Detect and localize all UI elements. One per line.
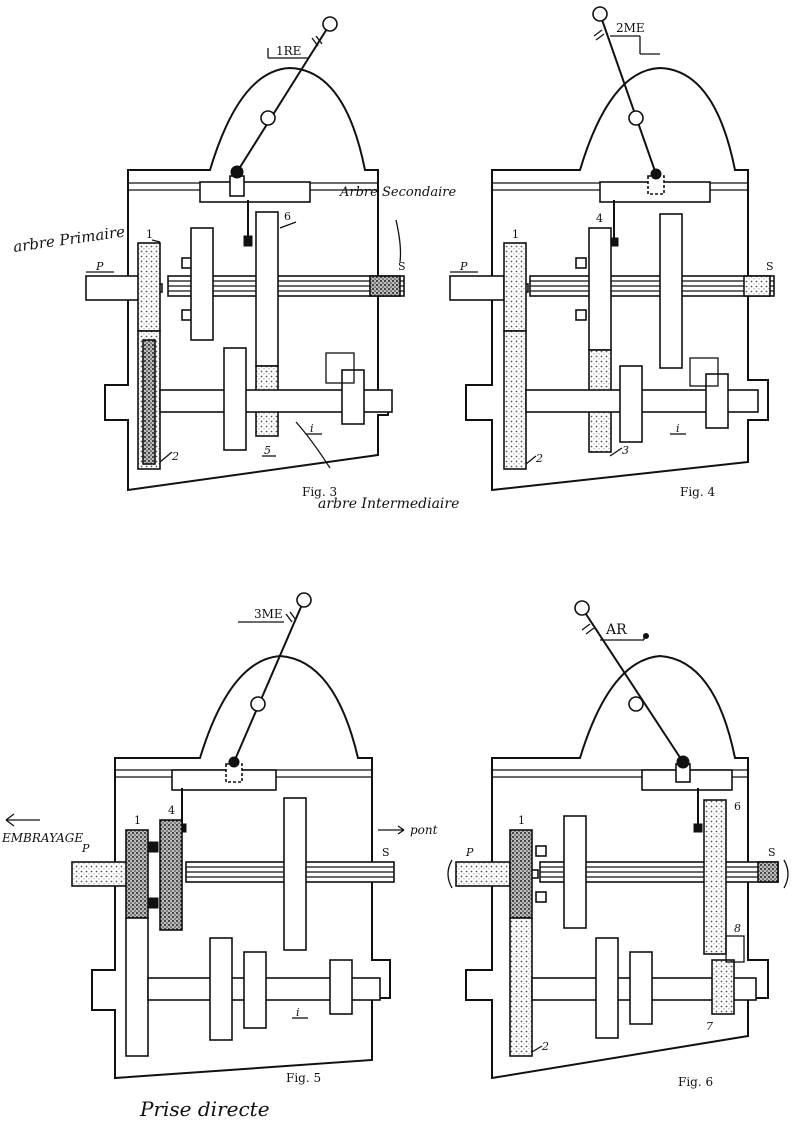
lever-knob bbox=[574, 600, 590, 616]
annotation-direct-drive: Prise directe bbox=[139, 1097, 270, 1121]
gear-6 bbox=[255, 211, 279, 367]
gear-label-fig4: 2ME bbox=[616, 21, 645, 35]
primary-shaft bbox=[85, 275, 141, 301]
sliding-gear bbox=[190, 227, 214, 341]
gear-4 bbox=[588, 227, 612, 351]
label-p: P bbox=[95, 260, 104, 273]
gear-1 bbox=[503, 242, 527, 332]
label-1: 1 bbox=[134, 814, 141, 827]
sliding-gear bbox=[659, 213, 683, 369]
selector-rod bbox=[199, 181, 311, 203]
label-4: 4 bbox=[596, 212, 603, 225]
gear-6 bbox=[283, 797, 307, 951]
label-8: 8 bbox=[734, 922, 741, 935]
lower-gear bbox=[125, 917, 149, 1057]
lever-pivot bbox=[250, 696, 266, 712]
label-i: i bbox=[310, 422, 314, 435]
lever-knob bbox=[322, 16, 338, 32]
selector-fork bbox=[229, 175, 245, 197]
primary-shaft bbox=[71, 861, 131, 887]
lever-knob bbox=[296, 592, 312, 608]
caption-fig4: Fig. 4 bbox=[680, 485, 715, 499]
sliding-gear bbox=[563, 815, 587, 929]
lever-knob bbox=[592, 6, 608, 22]
gear-1 bbox=[509, 829, 533, 919]
gear-4 bbox=[159, 819, 183, 931]
annotation-clutch: EMBRAYAGE bbox=[1, 831, 83, 845]
lever-pivot bbox=[628, 696, 644, 712]
label-s: S bbox=[768, 846, 776, 859]
gear-1 bbox=[137, 242, 161, 332]
label-6: 6 bbox=[734, 800, 741, 813]
gear-2 bbox=[509, 917, 533, 1057]
caption-fig6: Fig. 6 bbox=[678, 1075, 713, 1089]
gear-7 bbox=[711, 959, 735, 1015]
label-2: 2 bbox=[171, 450, 179, 463]
intermediate-shaft bbox=[159, 389, 393, 413]
annotation-bridge: pont bbox=[410, 823, 438, 837]
label-1: 1 bbox=[518, 814, 525, 827]
label-s: S bbox=[398, 260, 406, 273]
primary-shaft bbox=[449, 275, 505, 301]
label-s: S bbox=[382, 846, 390, 859]
label-3: 3 bbox=[622, 444, 629, 457]
gear-label-fig6: AR bbox=[605, 622, 627, 638]
caption-fig5: Fig. 5 bbox=[286, 1071, 321, 1085]
housing bbox=[104, 66, 389, 492]
gear-6 bbox=[703, 799, 727, 955]
gear-lever bbox=[599, 13, 657, 175]
label-2: 2 bbox=[541, 1040, 549, 1053]
label-1: 1 bbox=[146, 228, 153, 241]
gear-label-fig3: 1RE bbox=[276, 44, 301, 58]
label-1: 1 bbox=[512, 228, 519, 241]
label-7: 7 bbox=[706, 1020, 713, 1033]
label-2: 2 bbox=[535, 452, 543, 465]
label-p: P bbox=[465, 846, 474, 859]
label-i: i bbox=[676, 422, 680, 435]
primary-shaft bbox=[455, 861, 511, 887]
caption-fig3: Fig. 3 bbox=[302, 485, 337, 499]
label-4: 4 bbox=[168, 804, 175, 817]
gear-label-fig5: 3ME bbox=[254, 607, 283, 621]
gear-lever bbox=[233, 599, 305, 763]
label-p: P bbox=[459, 260, 468, 273]
annotation-intermediate: arbre Intermediaire bbox=[318, 496, 459, 512]
label-p: P bbox=[81, 842, 90, 855]
label-5: 5 bbox=[264, 444, 271, 457]
housing bbox=[465, 66, 769, 492]
gear-lever bbox=[581, 607, 684, 763]
annotation-secondary: Arbre Secondaire bbox=[339, 185, 456, 200]
gear-lever bbox=[236, 23, 331, 173]
gear-8 bbox=[725, 935, 745, 963]
label-i: i bbox=[296, 1006, 300, 1019]
label-s: S bbox=[766, 260, 774, 273]
figure-4: 2ME 1 4 P S 2 3 i Fig. 4 bbox=[449, 6, 775, 499]
figure-5: 3ME 1 4 P S i Fig. 5 EMBRAYAGE pont Pris… bbox=[1, 592, 438, 1121]
selector-rod bbox=[171, 769, 277, 791]
label-6: 6 bbox=[284, 210, 291, 223]
gear-1 bbox=[125, 829, 149, 919]
lever-pivot bbox=[628, 110, 644, 126]
figure-6: AR 1 6 P S 2 7 8 Fig. 6 bbox=[447, 600, 789, 1089]
lever-pivot bbox=[260, 110, 276, 126]
annotation-primary: arbre Primaire bbox=[12, 222, 126, 256]
figure-3: 1RE 1 6 P S 2 5 bbox=[12, 16, 459, 512]
gear-2 bbox=[503, 330, 527, 470]
